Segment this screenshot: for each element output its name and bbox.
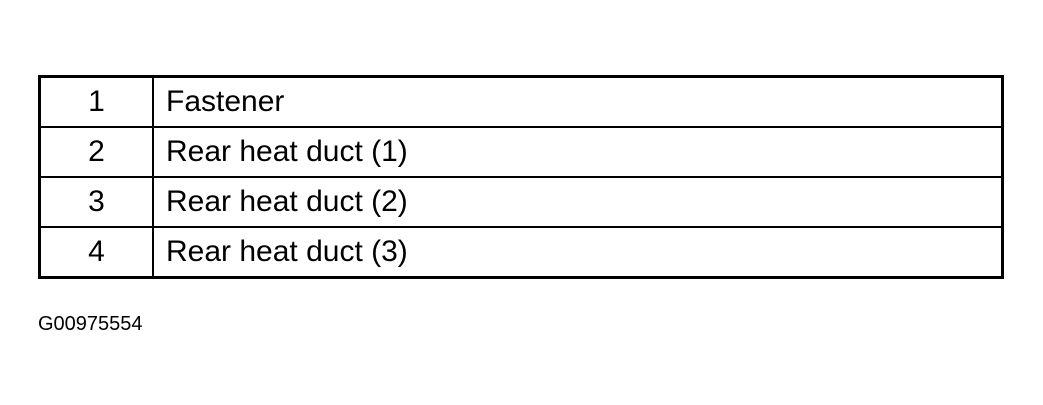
row-number: 3 xyxy=(38,176,154,228)
figure-id: G00975554 xyxy=(38,313,143,335)
table-row: 2 Rear heat duct (1) xyxy=(38,126,1004,178)
row-number: 4 xyxy=(38,226,154,279)
legend-table-body: 1 Fastener 2 Rear heat duct (1) 3 Rear h… xyxy=(38,75,1004,279)
table-row: 3 Rear heat duct (2) xyxy=(38,176,1004,228)
row-description: Rear heat duct (1) xyxy=(152,126,1004,178)
row-number: 1 xyxy=(38,75,154,128)
row-description: Rear heat duct (2) xyxy=(152,176,1004,228)
table-row: 4 Rear heat duct (3) xyxy=(38,226,1004,279)
row-number: 2 xyxy=(38,126,154,178)
row-description: Rear heat duct (3) xyxy=(152,226,1004,279)
table-row: 1 Fastener xyxy=(38,75,1004,128)
legend-table: 1 Fastener 2 Rear heat duct (1) 3 Rear h… xyxy=(38,75,1004,279)
row-description: Fastener xyxy=(152,75,1004,128)
